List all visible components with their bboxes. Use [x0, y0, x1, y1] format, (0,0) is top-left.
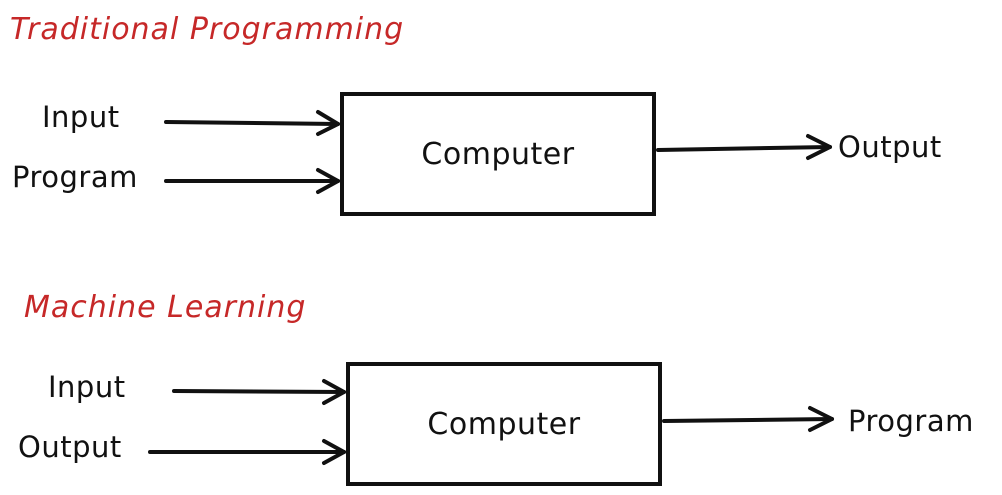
traditional-computer-label: Computer	[421, 136, 575, 172]
traditional-output-arrow	[656, 134, 832, 160]
ml-output-arrow	[148, 439, 346, 465]
ml-program-arrow	[662, 406, 834, 432]
traditional-programming-title: Traditional Programming	[10, 12, 405, 47]
traditional-input-arrow	[164, 110, 340, 136]
traditional-computer-box: Computer	[340, 92, 656, 216]
ml-program-label: Program	[848, 404, 974, 438]
ml-input-arrow	[172, 379, 346, 405]
traditional-input-label: Input	[42, 100, 120, 134]
ml-input-label: Input	[48, 370, 126, 404]
ml-output-label: Output	[18, 430, 122, 464]
traditional-output-label: Output	[838, 130, 942, 164]
ml-computer-label: Computer	[427, 406, 581, 442]
traditional-program-label: Program	[12, 160, 138, 194]
machine-learning-title: Machine Learning	[24, 290, 307, 325]
ml-computer-box: Computer	[346, 362, 662, 486]
traditional-program-arrow	[164, 168, 340, 194]
